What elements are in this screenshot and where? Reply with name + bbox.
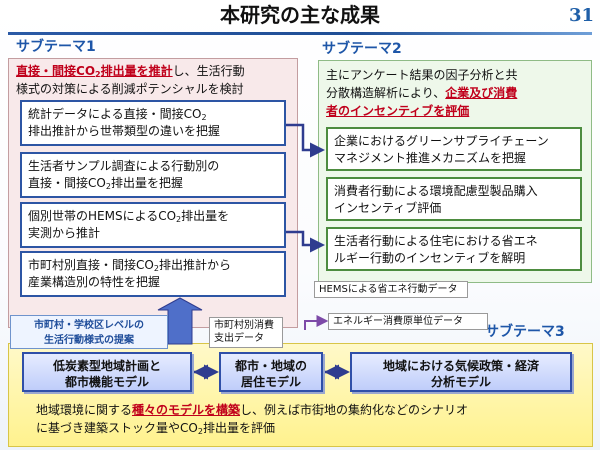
subtheme1-item-municipal: 市町村別直接・間接CO2排出推計から 産業構造別の特性を把握 xyxy=(20,251,286,297)
subtheme1-desc-line2: 様式の対策による削減ポテンシャルを検討 xyxy=(16,82,244,96)
item-line: ルギー行動のインセンティブを解明 xyxy=(334,251,526,265)
arrow-municipal-up xyxy=(157,297,203,345)
subtheme3-heading: サブテーマ3 xyxy=(485,324,565,340)
subtheme1-item-statistics: 統計データによる直接・間接CO2 排出推計から世帯類型の違いを把握 xyxy=(20,100,286,146)
subtheme1-heading: サブテーマ1 xyxy=(16,39,96,55)
subtheme1-desc-rest: し、生活行動 xyxy=(172,64,245,78)
subtheme2-desc-line1: 主にアンケート結果の因子分析と共 xyxy=(326,68,518,82)
item-line: 個別世帯のHEMSによるCO2排出量を xyxy=(28,209,230,224)
subtheme2-desc-line2: 分散構造解析により、 xyxy=(326,86,446,100)
energy-data-label: エネルギー消費原単位データ xyxy=(328,313,488,330)
subtheme3-desc-line2: に基づき建築ストック量やCO2排出量を評価 xyxy=(36,421,275,436)
arrow-energy-data xyxy=(304,315,329,330)
subtheme3-desc-emphasis: 種々のモデルを構築 xyxy=(132,403,241,417)
slide-number: 31 xyxy=(568,5,594,26)
label-line: 市町村・学校区レベルの xyxy=(34,320,144,331)
model-line: 地域における気候政策・経済 xyxy=(382,359,539,373)
subtheme1-item-sample-survey: 生活者サンプル調査による行動別の 直接・間接CO2排出量を把握 xyxy=(20,152,286,198)
item-line: 排出推計から世帯類型の違いを把握 xyxy=(28,124,221,138)
municipal-spending-label: 市町村別消費 支出データ xyxy=(209,317,283,348)
subtheme2-item-supply-chain: 企業におけるグリーンサプライチェーン マネジメント推進メカニズムを把握 xyxy=(326,127,582,171)
lifestyle-proposal-box: 市町村・学校区レベルの 生活行動様式の提案 xyxy=(10,315,168,349)
model-line: 居住モデル xyxy=(240,375,301,389)
item-line: マネジメント推進メカニズムを把握 xyxy=(334,151,527,165)
subtheme1-item-hems: 個別世帯のHEMSによるCO2排出量を 実測から推計 xyxy=(20,202,286,248)
subtheme3-description: 地域環境に関する種々のモデルを構築し、例えば市街地の集約化などのシナリオ に基づ… xyxy=(36,401,588,441)
model-urban-function: 低炭素型地域計画と 都市機能モデル xyxy=(22,352,192,392)
item-line: 統計データによる直接・間接CO2 xyxy=(28,107,207,122)
subtheme2-item-green-purchase: 消費者行動による環境配慮型製品購入 インセンティブ評価 xyxy=(326,177,582,221)
subtheme2-item-energy-saving: 生活者行動による住宅における省エネ ルギー行動のインセンティブを解明 xyxy=(326,227,582,271)
hems-data-label: HEMSによる省エネ行動データ xyxy=(314,281,468,298)
title-divider xyxy=(8,32,592,35)
subtheme3-desc-plain: し、例えば市街地の集約化などのシナリオ xyxy=(240,403,469,417)
subtheme3-desc-plain: 地域環境に関する xyxy=(36,403,133,417)
arrow-statistics-to-supply-chain xyxy=(286,123,325,158)
item-line: 直接・間接CO2排出量を把握 xyxy=(28,176,183,191)
item-line: 生活者行動による住宅における省エネ xyxy=(334,234,538,248)
subtheme2-desc-emphasis-cont: 者のインセンティブを評価 xyxy=(326,104,470,118)
item-line: 企業におけるグリーンサプライチェーン xyxy=(334,134,549,148)
model-line: 分析モデル xyxy=(430,375,491,389)
model-line: 都市・地域の xyxy=(234,359,307,373)
subtheme1-desc-emphasis: 直接・間接CO2排出量を推計 xyxy=(16,64,173,79)
model-residential: 都市・地域の 居住モデル xyxy=(219,352,323,392)
model-climate-economic: 地域における気候政策・経済 分析モデル xyxy=(350,352,572,392)
subtheme2-description: 主にアンケート結果の因子分析と共 分散構造解析により、企業及び消費 者のインセン… xyxy=(326,66,584,124)
label-line: 生活行動様式の提案 xyxy=(44,335,134,346)
item-line: 市町村別直接・間接CO2排出推計から xyxy=(28,258,231,273)
slide-title: 本研究の主な成果 xyxy=(220,3,380,27)
label-line: 支出データ xyxy=(214,333,264,344)
subtheme1-description: 直接・間接CO2排出量を推計し、生活行動 様式の対策による削減ポテンシャルを検討 xyxy=(16,62,294,102)
item-line: インセンティブ評価 xyxy=(334,201,442,215)
item-line: 生活者サンプル調査による行動別の xyxy=(28,159,220,173)
model-line: 都市機能モデル xyxy=(64,375,149,389)
model-line: 低炭素型地域計画と xyxy=(52,359,161,373)
item-line: 実測から推計 xyxy=(28,226,101,240)
item-line: 産業構造別の特性を把握 xyxy=(28,275,161,289)
subtheme2-heading: サブテーマ2 xyxy=(322,41,402,57)
arrow-hems-to-energy-saving xyxy=(286,230,325,253)
subtheme2-desc-emphasis: 企業及び消費 xyxy=(445,86,518,100)
label-line: 市町村別消費 xyxy=(214,320,274,331)
item-line: 消費者行動による環境配慮型製品購入 xyxy=(334,184,538,198)
